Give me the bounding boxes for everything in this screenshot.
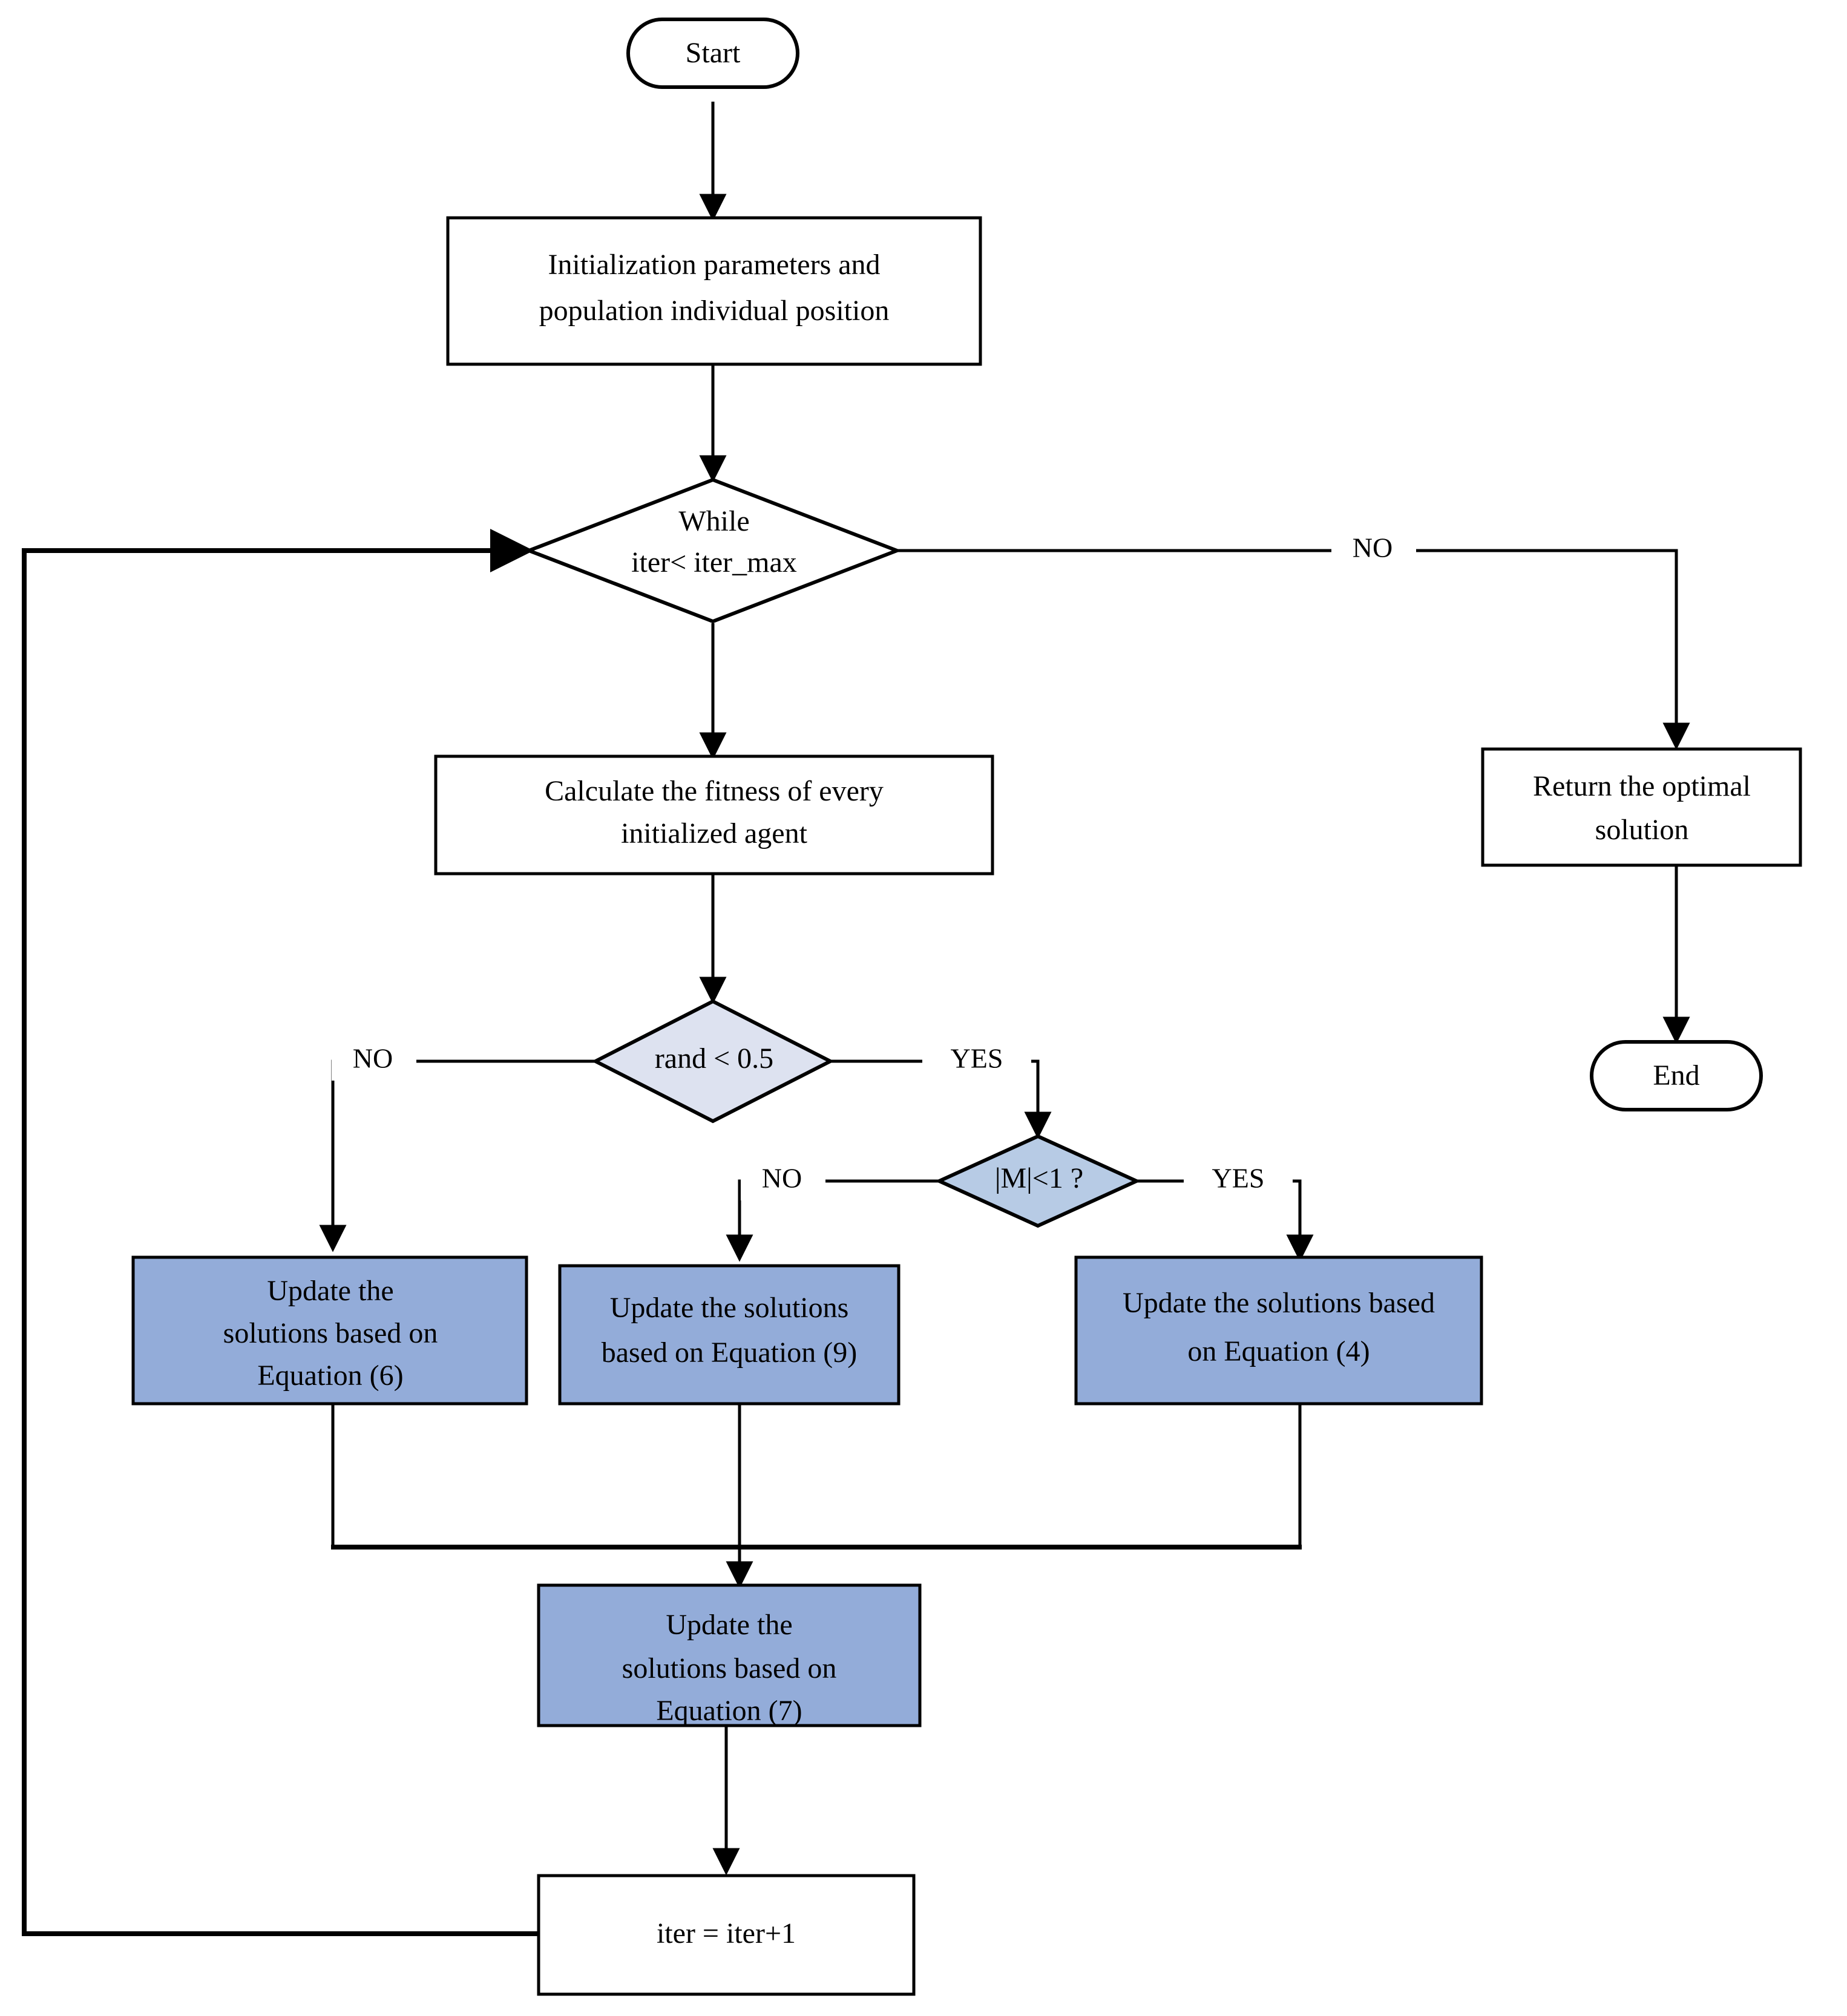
node-update-eq6-line1: Update the (267, 1275, 393, 1307)
edge-label-rand-no: NO (332, 1042, 416, 1081)
edge-while-no-to-return (896, 549, 1690, 750)
edge-label-while-no: NO (1331, 531, 1416, 570)
node-rand-decision[interactable]: rand < 0.5 (591, 999, 835, 1124)
node-calculate-fitness[interactable]: Calculate the fitness of every initializ… (434, 754, 994, 875)
node-update-eq7[interactable]: Update the solutions based on Equation (… (537, 1583, 922, 1727)
node-update-eq4-line2: on Equation (4) (1187, 1335, 1370, 1367)
node-update-eq6-line3: Equation (6) (257, 1360, 403, 1392)
node-end[interactable]: End (1590, 1040, 1763, 1111)
node-return-optimal-line2: solution (1595, 814, 1689, 846)
node-update-eq6[interactable]: Update the solutions based on Equation (… (131, 1255, 528, 1406)
node-calculate-fitness-line1: Calculate the fitness of every (545, 775, 884, 807)
edge-label-m-no: NO (741, 1162, 825, 1200)
node-initialization-line1: Initialization parameters and (548, 249, 880, 281)
node-start[interactable]: Start (626, 18, 799, 89)
edge-m-no-to-eq9 (726, 1179, 942, 1262)
node-rand-decision-label: rand < 0.5 (655, 1042, 773, 1075)
node-while-line2: iter< iter_max (631, 546, 797, 578)
edge-label-m-no-text: NO (762, 1163, 802, 1194)
node-update-eq4[interactable]: Update the solutions based on Equation (… (1074, 1255, 1483, 1406)
node-m-decision-label: |M|<1 ? (995, 1162, 1083, 1194)
node-start-label: Start (686, 37, 741, 69)
edge-rand-yes-to-m (828, 1059, 1052, 1139)
node-iter-increment-label: iter = iter+1 (657, 1917, 796, 1949)
node-initialization[interactable]: Initialization parameters and population… (446, 216, 982, 366)
edge-label-m-yes-text: YES (1212, 1163, 1265, 1194)
node-update-eq6-line2: solutions based on (223, 1317, 438, 1349)
node-calculate-fitness-line2: initialized agent (621, 817, 808, 849)
node-update-eq4-line1: Update the solutions based (1123, 1287, 1435, 1319)
node-update-eq7-line2: solutions based on (622, 1652, 837, 1684)
node-update-eq7-line3: Equation (7) (656, 1695, 802, 1727)
node-update-eq9-line2: based on Equation (9) (602, 1337, 858, 1369)
node-end-label: End (1653, 1059, 1699, 1091)
node-update-eq9-line1: Update the solutions (610, 1292, 849, 1324)
edge-iter-feedback-to-while (22, 529, 539, 1936)
edge-label-while-no-text: NO (1353, 532, 1393, 563)
node-initialization-line2: population individual position (539, 295, 890, 327)
edge-label-rand-yes-text: YES (951, 1043, 1003, 1074)
node-while-decision[interactable]: While iter< iter_max (523, 477, 902, 624)
node-update-eq7-line1: Update the (666, 1609, 792, 1641)
edge-label-rand-no-text: NO (353, 1043, 393, 1074)
node-return-optimal-line1: Return the optimal (1533, 770, 1751, 802)
edge-rand-no-to-eq6 (319, 1059, 599, 1252)
node-while-line1: While (678, 505, 749, 537)
edge-label-m-yes: YES (1184, 1162, 1293, 1200)
edge-label-rand-yes: YES (922, 1042, 1031, 1081)
node-iter-increment[interactable]: iter = iter+1 (537, 1874, 916, 1996)
node-return-optimal[interactable]: Return the optimal solution (1481, 747, 1802, 867)
node-m-decision[interactable]: |M|<1 ? (934, 1134, 1141, 1228)
node-update-eq9[interactable]: Update the solutions based on Equation (… (558, 1264, 901, 1406)
